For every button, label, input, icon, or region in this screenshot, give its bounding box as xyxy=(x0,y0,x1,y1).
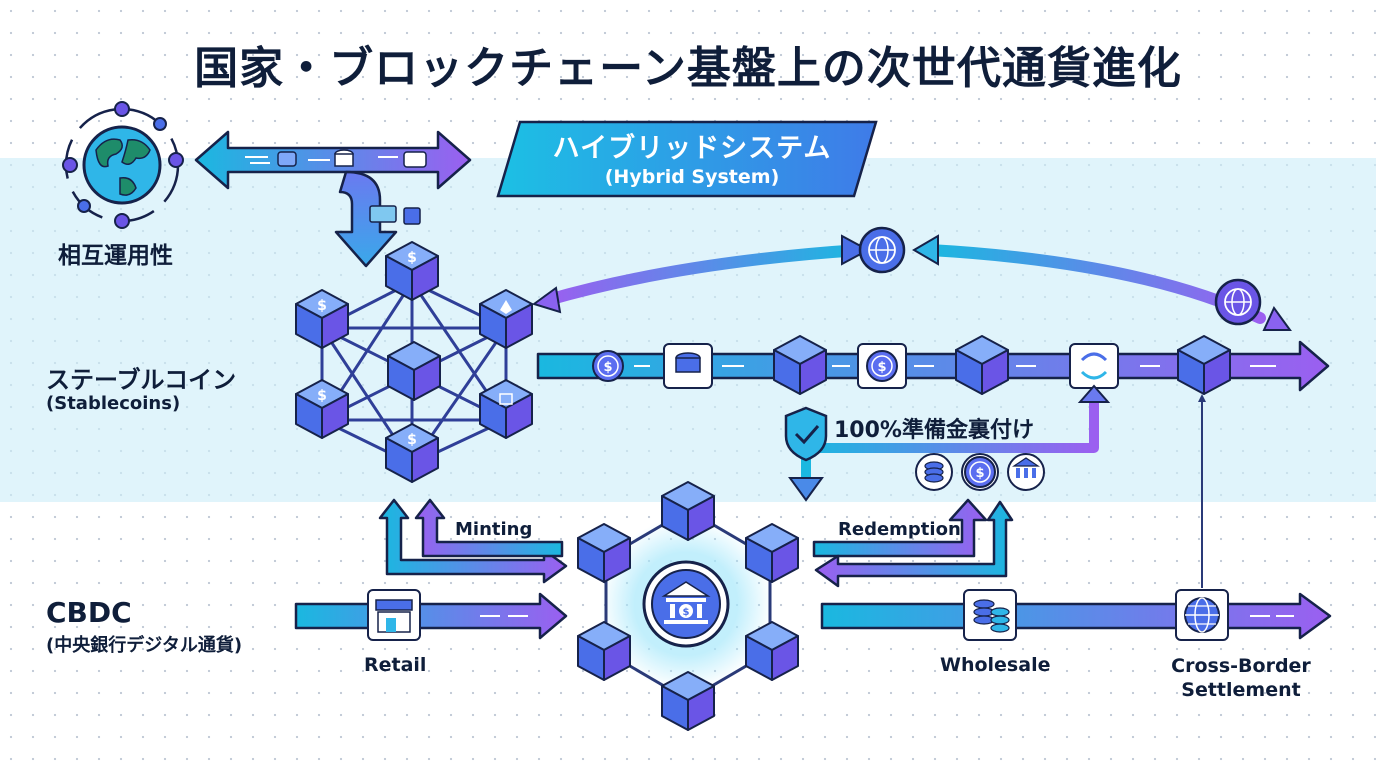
retail-arrow xyxy=(294,592,568,640)
hybrid-system-label: ハイブリッドシステム xyxy=(552,133,832,164)
hybrid-system-sublabel: (Hybrid System) xyxy=(604,166,780,188)
cross-border-label: Cross-Border Settlement xyxy=(1171,655,1311,701)
svg-text:$: $ xyxy=(317,388,327,404)
minting-label: Minting xyxy=(455,519,533,540)
stablecoin-flow-arrow xyxy=(536,335,1330,395)
hybrid-banner xyxy=(496,120,878,198)
interop-arc-right xyxy=(924,244,1266,324)
redemption-arrow xyxy=(812,498,988,558)
interop-double-arrow xyxy=(194,130,472,190)
reserve-shield-icon xyxy=(784,406,828,462)
redemption-label: Redemption xyxy=(838,519,961,540)
svg-text:$: $ xyxy=(317,298,327,314)
interop-to-network-arrow xyxy=(334,170,398,268)
reserve-backing-label: 100%準備金裏付け xyxy=(834,418,1034,443)
retail-label: Retail xyxy=(364,654,427,676)
svg-text:$: $ xyxy=(407,250,417,266)
central-bank-icon: $ xyxy=(642,560,730,648)
cbdc-sublabel: (中央銀行デジタル通貨) xyxy=(46,635,243,656)
reserve-feedback-line xyxy=(801,394,1099,482)
stablecoins-sublabel: (Stablecoins) xyxy=(46,393,181,414)
store-icon xyxy=(367,589,421,641)
arc-globe-icon xyxy=(858,226,906,274)
interop-globe-icon xyxy=(62,101,184,229)
cross-border-globe-icon xyxy=(1175,589,1229,641)
interop-label: 相互運用性 xyxy=(58,243,173,269)
arc-globe-right-icon xyxy=(1214,278,1262,326)
cbdc-label: CBDC xyxy=(46,596,132,629)
interop-arc-left xyxy=(542,244,866,306)
svg-text:$: $ xyxy=(683,607,690,618)
coin-stack-icon xyxy=(963,589,1017,641)
stablecoins-label: ステーブルコイン xyxy=(46,366,237,394)
page-title: 国家・ブロックチェーン基盤上の次世代通貨進化 xyxy=(194,43,1182,94)
hybrid-zone-band xyxy=(0,158,1376,502)
reserve-assets-icons xyxy=(915,453,1045,491)
wholesale-label: Wholesale xyxy=(940,654,1051,676)
svg-text:$: $ xyxy=(407,432,417,448)
